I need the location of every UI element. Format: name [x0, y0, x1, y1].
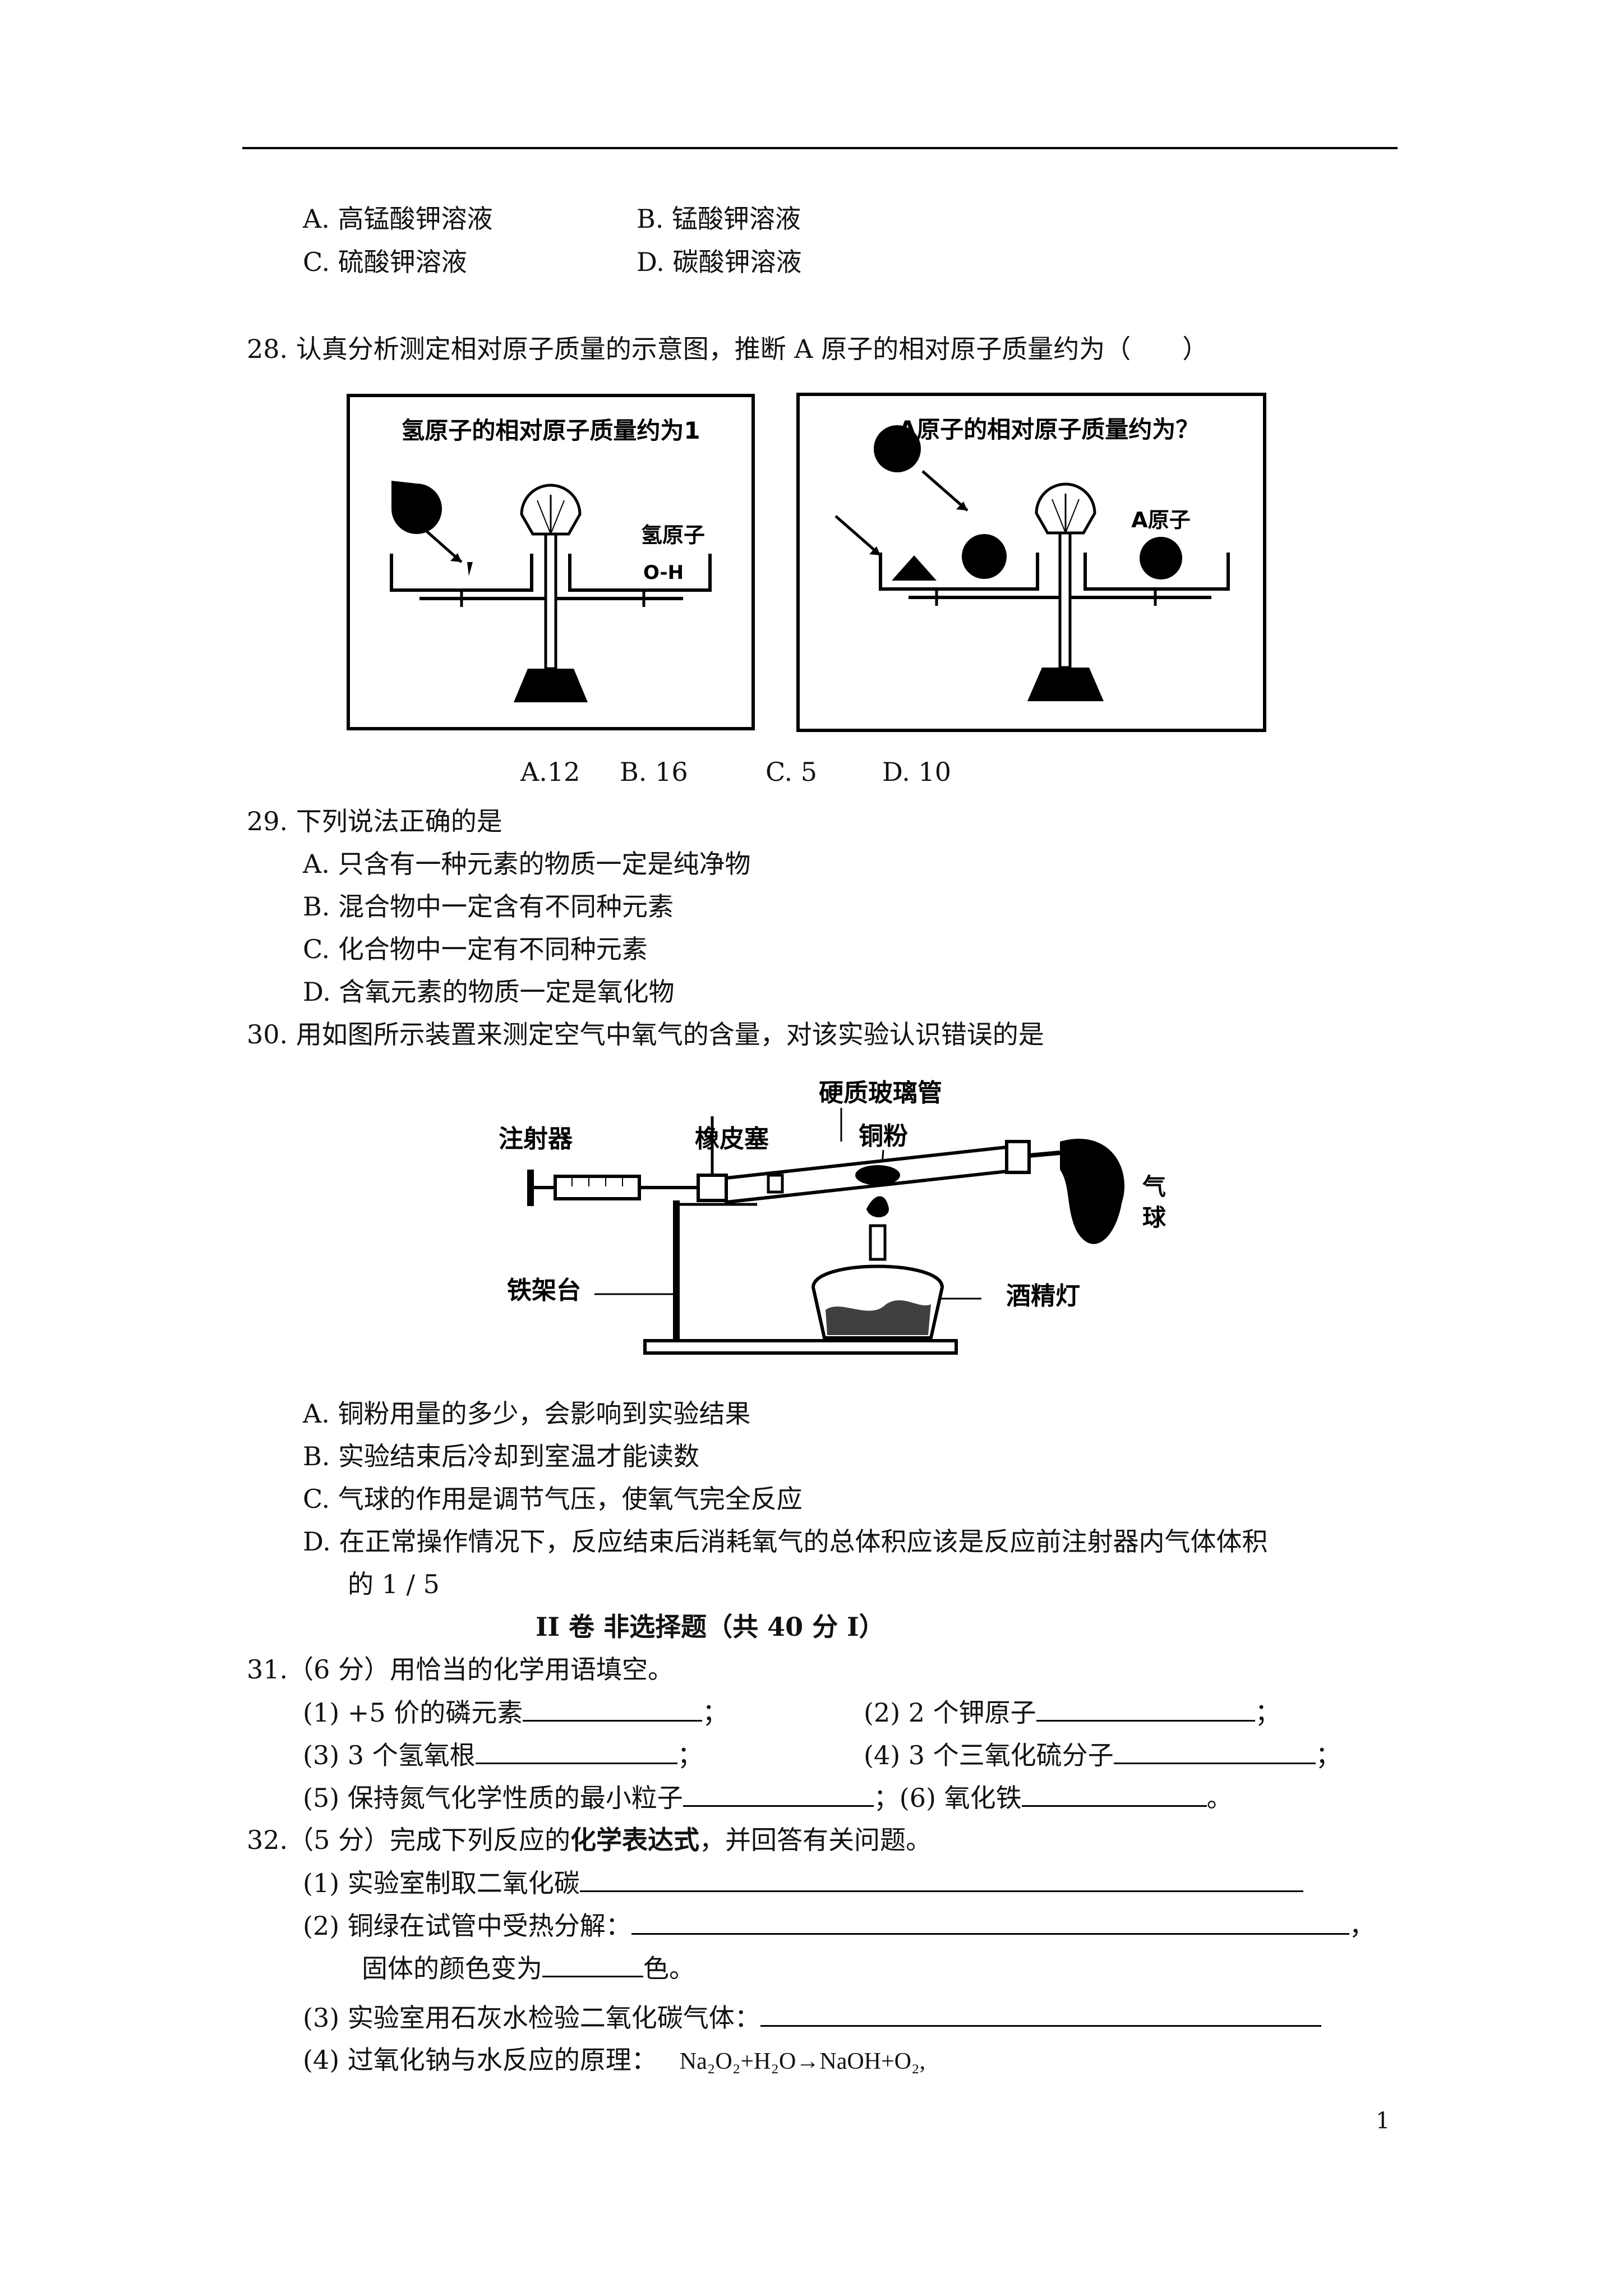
q31-stem: 31.（6 分）用恰当的化学用语填空。	[247, 1654, 674, 1685]
q29-option-b: B. 混合物中一定含有不同种元素	[303, 891, 674, 922]
q30-option-d-line1: D. 在正常操作情况下，反应结束后消耗氧气的总体积应该是反应前注射器内气体体积	[303, 1526, 1268, 1557]
q32-item-2-cont: 固体的颜色变为 色。	[362, 1951, 695, 1985]
q32-item-2-punct: ，	[1349, 1911, 1375, 1941]
q32-item-2-label: (2) 铜绿在试管中受热分解：	[303, 1911, 631, 1941]
q28-figure-a-atom: A原子的相对原子质量约为？ A原子	[796, 393, 1266, 732]
q32-stem-part1: 32.（5 分）完成下列反应的	[247, 1825, 571, 1855]
q32-item-2: (2) 铜绿在试管中受热分解： ，	[303, 1908, 1375, 1943]
q30-label-balloon-2: 球	[1142, 1204, 1166, 1231]
q30-option-c: C. 气球的作用是调节气压，使氧气完全反应	[303, 1484, 803, 1514]
q31-item-4-label: (4) 3 个三氧化硫分子	[864, 1740, 1114, 1770]
q31-item-1-punct: ；	[702, 1697, 728, 1728]
q31-item-5-punct: ；	[873, 1783, 900, 1813]
q31-item-5-label: (5) 保持氮气化学性质的最小粒子	[303, 1783, 683, 1813]
q30-label-copper: 铜粉	[859, 1122, 908, 1151]
page-number: 1	[1376, 2108, 1390, 2134]
q31-item-1-label: (1) +5 价的磷元素	[303, 1697, 523, 1728]
q31-item-3-label: (3) 3 个氢氧根	[303, 1740, 476, 1770]
q31-item-1: (1) +5 价的磷元素 ；	[303, 1695, 728, 1729]
q32-item-3: (3) 实验室用石灰水检验二氧化碳气体：	[303, 2000, 1321, 2035]
q28-option-b: B. 16	[620, 757, 688, 787]
q27-option-d: D. 碳酸钾溶液	[637, 247, 802, 277]
q32-item-1-label: (1) 实验室制取二氧化碳	[303, 1868, 580, 1898]
q28-stem: 28. 认真分析测定相对原子质量的示意图，推断 A 原子的相对原子质量约为（ ）	[247, 334, 1209, 364]
q30-label-balloon-1: 气	[1142, 1173, 1166, 1200]
q30-label-lamp: 酒精灯	[1006, 1282, 1080, 1310]
q29-option-d: D. 含氧元素的物质一定是氧化物	[303, 977, 675, 1007]
q32-item-2-cont-label: 固体的颜色变为	[362, 1953, 542, 1984]
q32-item-2-blank[interactable]	[631, 1908, 1349, 1935]
q30-label-stopper: 橡皮塞	[695, 1125, 769, 1153]
q31-item-5-6: (5) 保持氮气化学性质的最小粒子 ；(6) 氧化铁 。	[303, 1780, 1233, 1815]
q31-item-6-label: (6) 氧化铁	[899, 1783, 1022, 1813]
q32-item-2-cont-end: 色。	[643, 1953, 695, 1984]
q28-figure-hydrogen: 氢原子的相对原子质量约为1 氢原子 O-H	[347, 394, 755, 730]
q32-item-4-equation: Na₂O₂+H₂O→NaOH+O₂,	[679, 2049, 926, 2074]
q30-option-b: B. 实验结束后冷却到室温才能读数	[303, 1441, 700, 1471]
q30-option-d-line2: 的 1 / 5	[348, 1569, 440, 1599]
header-rule	[242, 147, 1398, 149]
q28-option-c: C. 5	[766, 757, 818, 787]
q31-item-3: (3) 3 个氢氧根 ；	[303, 1738, 703, 1772]
q32-item-1-blank[interactable]	[579, 1866, 1303, 1892]
section-2-heading: II 卷 非选择题（共 40 分 I）	[536, 1612, 885, 1642]
q28-left-label: 氢原子	[641, 523, 705, 547]
q32-item-3-blank[interactable]	[760, 2000, 1321, 2027]
q31-item-3-punct: ；	[677, 1740, 703, 1770]
q31-item-6-punct: 。	[1206, 1783, 1233, 1813]
q31-item-6-blank[interactable]	[1021, 1780, 1207, 1807]
q28-option-d: D. 10	[882, 757, 952, 787]
q30-apparatus-figure: 硬质玻璃管 注射器 橡皮塞 铜粉 气 球 铁架台 酒精灯	[499, 1079, 1166, 1355]
q31-item-4-punct: ；	[1315, 1740, 1341, 1770]
q30-label-tube: 硬质玻璃管	[819, 1079, 942, 1107]
q31-item-5-blank[interactable]	[683, 1780, 874, 1807]
q30-label-syringe: 注射器	[499, 1125, 573, 1153]
q32-item-4: (4) 过氧化钠与水反应的原理： Na₂O₂+H₂O→NaOH+O₂,	[303, 2043, 925, 2078]
q32-item-4-label: (4) 过氧化钠与水反应的原理：	[303, 2045, 657, 2075]
q32-stem-part2: ，并回答有关问题。	[699, 1825, 932, 1855]
q32-stem: 32.（5 分）完成下列反应的化学表达式，并回答有关问题。	[247, 1823, 932, 1857]
q31-item-2-blank[interactable]	[1036, 1695, 1255, 1722]
q32-item-3-label: (3) 实验室用石灰水检验二氧化碳气体：	[303, 2003, 760, 2033]
q28-left-title: 氢原子的相对原子质量约为1	[401, 417, 700, 444]
q27-option-b: B. 锰酸钾溶液	[637, 204, 801, 234]
q28-right-label: A原子	[1131, 508, 1190, 532]
q31-item-2: (2) 2 个钾原子 ；	[864, 1695, 1281, 1729]
q30-option-a: A. 铜粉用量的多少，会影响到实验结果	[303, 1398, 751, 1429]
q32-item-2-color-blank[interactable]	[542, 1951, 643, 1977]
q31-item-2-punct: ；	[1255, 1697, 1281, 1728]
q31-item-1-blank[interactable]	[523, 1695, 703, 1722]
q31-item-3-blank[interactable]	[475, 1738, 677, 1764]
q29-option-a: A. 只含有一种元素的物质一定是纯净物	[303, 849, 751, 879]
q29-option-c: C. 化合物中一定有不同种元素	[303, 934, 648, 964]
q30-label-stand: 铁架台	[507, 1276, 581, 1305]
q31-item-2-label: (2) 2 个钾原子	[864, 1697, 1036, 1728]
q31-item-4: (4) 3 个三氧化硫分子 ；	[864, 1738, 1341, 1772]
q32-stem-bold: 化学表达式	[570, 1825, 700, 1855]
q32-item-1: (1) 实验室制取二氧化碳	[303, 1866, 1303, 1900]
q29-stem: 29. 下列说法正确的是	[247, 806, 502, 836]
q31-item-4-blank[interactable]	[1113, 1738, 1316, 1764]
q27-option-c: C. 硫酸钾溶液	[303, 247, 467, 277]
q28-right-title: A原子的相对原子质量约为？	[898, 416, 1200, 443]
q30-stem: 30. 用如图所示装置来测定空气中氧气的含量，对该实验认识错误的是	[247, 1019, 1044, 1050]
q28-option-a: A.12	[520, 757, 580, 787]
q27-option-a: A. 高锰酸钾溶液	[303, 204, 493, 234]
q28-left-atom: O-H	[643, 562, 684, 584]
